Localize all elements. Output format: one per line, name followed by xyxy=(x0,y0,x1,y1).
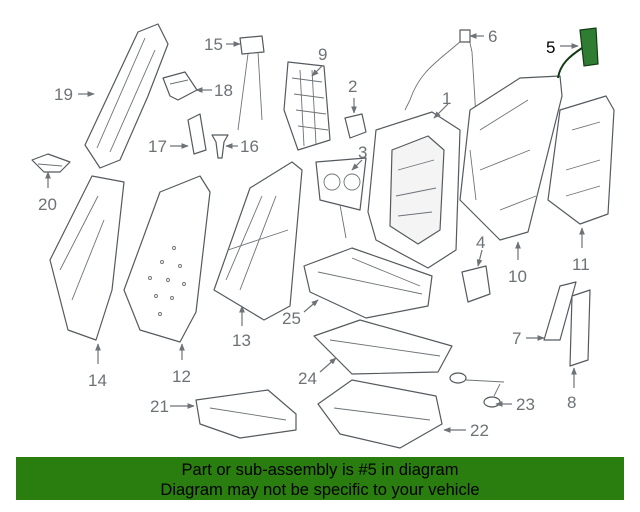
callout-label-16: 16 xyxy=(240,137,259,156)
callout-17: 17 xyxy=(148,137,189,156)
callout-label-6: 6 xyxy=(488,27,497,46)
callout-10: 10 xyxy=(508,241,527,286)
part-9-panel[interactable] xyxy=(283,61,331,151)
part-7-side-panel[interactable] xyxy=(543,281,577,341)
part-6-wire-frame[interactable] xyxy=(404,29,479,151)
callout-label-18: 18 xyxy=(214,81,233,100)
callout-label-10: 10 xyxy=(508,267,527,286)
callout-label-25: 25 xyxy=(282,309,301,328)
part-17-guide[interactable] xyxy=(187,113,207,155)
callout-4: 4 xyxy=(476,233,485,267)
callout-label-13: 13 xyxy=(232,331,251,350)
callout-label-9: 9 xyxy=(318,45,327,64)
part-2-bracket[interactable] xyxy=(344,113,367,139)
part-8-side-bracket[interactable] xyxy=(569,289,591,367)
part-15-headrest[interactable] xyxy=(237,35,265,131)
backrest-cover[interactable] xyxy=(459,75,563,241)
callout-9: 9 xyxy=(311,45,327,77)
callout-15: 15 xyxy=(204,35,241,54)
callout-label-4: 4 xyxy=(476,233,485,252)
callout-label-20: 20 xyxy=(38,195,57,214)
callout-label-21: 21 xyxy=(150,397,169,416)
callout-label-15: 15 xyxy=(204,35,223,54)
callout-3: 3 xyxy=(351,143,367,171)
callout-2: 2 xyxy=(348,77,357,114)
callout-25: 25 xyxy=(282,299,319,328)
callout-label-19: 19 xyxy=(54,85,73,104)
callout-7: 7 xyxy=(512,329,545,348)
part-21-lower-shell[interactable] xyxy=(195,389,297,439)
part-24-seat-pan[interactable] xyxy=(313,319,453,375)
part-13-backrest-pad[interactable] xyxy=(213,161,303,321)
callout-19: 19 xyxy=(54,85,95,104)
part-19-side-trim[interactable] xyxy=(84,23,169,169)
part-25-seat-cushion[interactable] xyxy=(303,247,433,319)
callout-16: 16 xyxy=(225,137,259,156)
part-4-latch[interactable] xyxy=(461,265,491,303)
callout-label-14: 14 xyxy=(88,371,107,390)
callout-23: 23 xyxy=(495,395,535,414)
part-14-backrest-cover[interactable] xyxy=(49,175,125,341)
callout-11: 11 xyxy=(572,227,590,274)
callout-24: 24 xyxy=(298,357,337,388)
callout-label-11: 11 xyxy=(572,255,590,274)
callout-1: 1 xyxy=(433,89,451,119)
part-11-rear-panel[interactable] xyxy=(547,95,615,225)
part-1-backrest-frame[interactable] xyxy=(367,111,461,269)
part-3-lumbar[interactable] xyxy=(315,157,367,239)
callout-label-5: 5 xyxy=(546,38,555,57)
callout-6: 6 xyxy=(469,27,497,46)
callout-12: 12 xyxy=(172,343,191,386)
callout-label-24: 24 xyxy=(298,369,317,388)
seat-parts-diagram: 1 2 3 4 5 6 7 8 9 10 11 12 xyxy=(31,23,615,449)
part-20-bracket[interactable] xyxy=(31,153,71,173)
callout-label-12: 12 xyxy=(172,367,191,386)
banner-line-1: Part or sub-assembly is #5 in diagram xyxy=(181,461,459,479)
callout-18: 18 xyxy=(195,81,233,100)
callout-21: 21 xyxy=(150,397,195,416)
callout-label-2: 2 xyxy=(348,77,357,96)
callout-8: 8 xyxy=(567,367,577,412)
callout-label-23: 23 xyxy=(516,395,535,414)
part-5-module[interactable] xyxy=(557,27,599,79)
banner-line-2: Diagram may not be specific to your vehi… xyxy=(160,481,480,499)
part-16-pin[interactable] xyxy=(211,134,229,159)
callout-label-7: 7 xyxy=(512,329,521,348)
callout-20: 20 xyxy=(38,171,57,214)
info-banner: Part or sub-assembly is #5 in diagram Di… xyxy=(16,457,624,500)
callout-22: 22 xyxy=(443,421,489,440)
callout-14: 14 xyxy=(88,343,107,390)
part-18-clip[interactable] xyxy=(162,71,198,101)
callout-label-22: 22 xyxy=(470,421,489,440)
part-12-perforated-cover[interactable] xyxy=(123,175,211,343)
callout-13: 13 xyxy=(232,305,251,350)
part-22-seat-base[interactable] xyxy=(317,379,443,449)
callout-label-3: 3 xyxy=(358,143,367,162)
callout-label-1: 1 xyxy=(442,89,451,108)
part-23-sensor[interactable] xyxy=(449,372,505,408)
callout-label-8: 8 xyxy=(567,393,576,412)
callout-5: 5 xyxy=(546,38,579,57)
callout-label-17: 17 xyxy=(148,137,167,156)
